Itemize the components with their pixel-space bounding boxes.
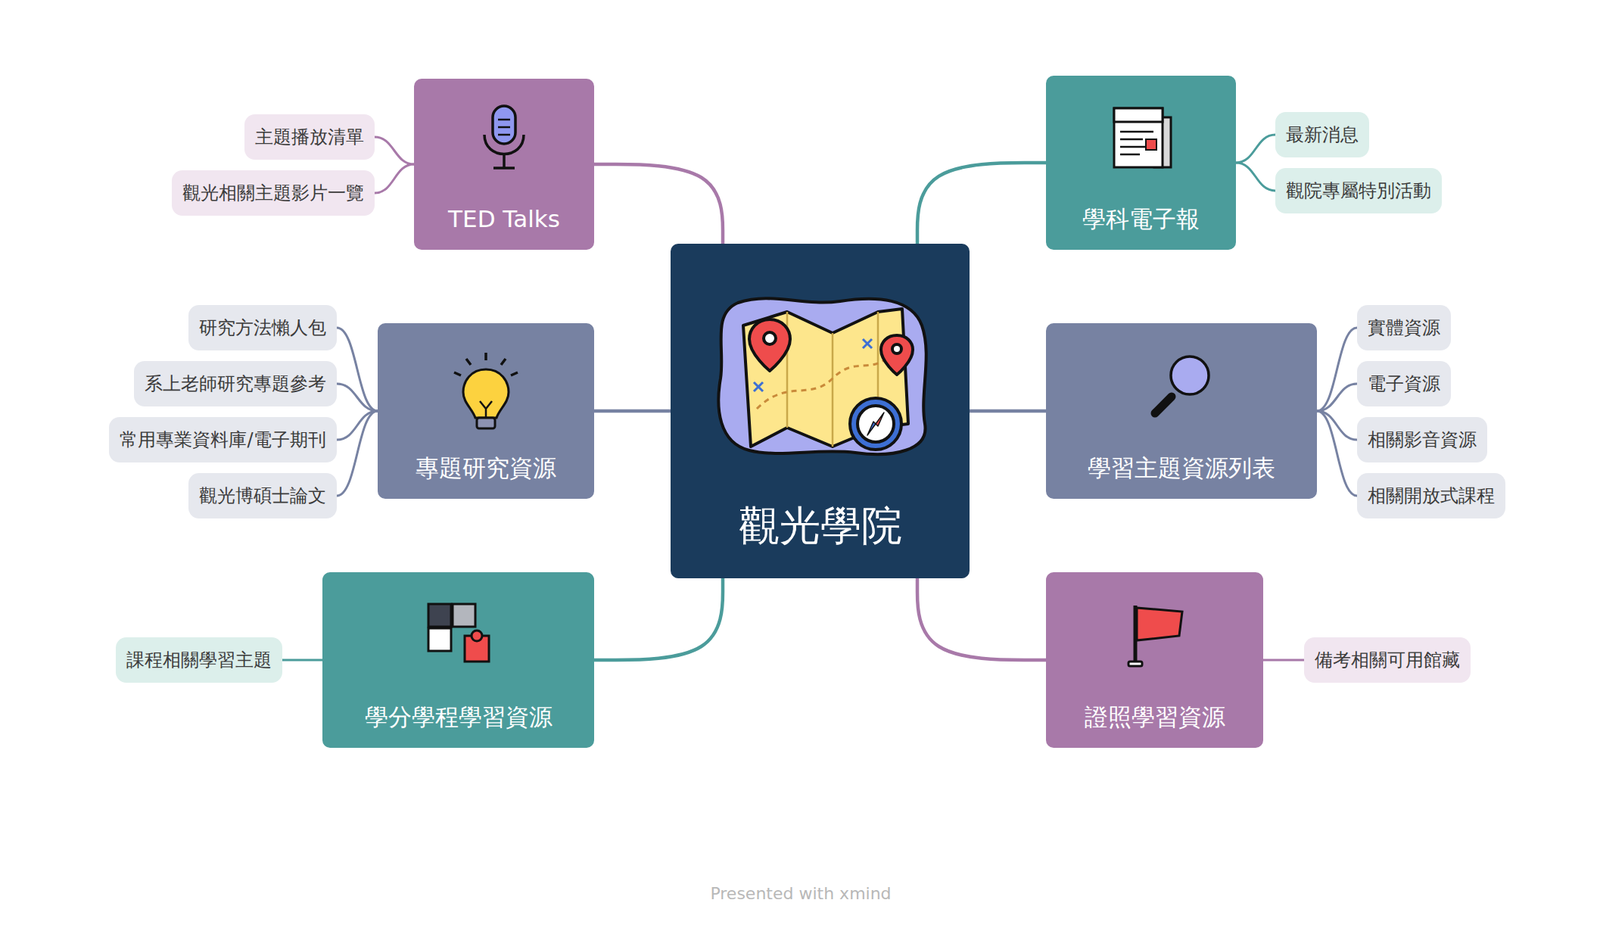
branch-connector <box>336 383 378 411</box>
subtopic-pill: 觀光相關主題影片一覽 <box>171 170 375 216</box>
flag-icon <box>1128 605 1183 667</box>
branch-connector <box>374 136 415 165</box>
topic-text: 觀光相關主題影片一覽 <box>182 182 365 205</box>
topic-text: 學習主題資源列表 <box>1087 454 1276 483</box>
branch-connector <box>282 659 323 662</box>
magnifier-icon <box>1154 356 1209 414</box>
topic-text: 研究方法懶人包 <box>199 317 327 340</box>
topic-text: 相關開放式課程 <box>1367 485 1495 508</box>
main-topic-box: TED Talks <box>414 78 595 250</box>
branch-connector <box>594 409 671 414</box>
topic-text: 最新消息 <box>1285 124 1359 147</box>
topic-text: 觀光學院 <box>738 501 903 551</box>
branch-connector <box>594 164 723 244</box>
newspaper-icon <box>1114 108 1171 168</box>
topic-text: 實體資源 <box>1367 317 1441 340</box>
central-topic: 觀光學院 <box>670 243 970 579</box>
subtopic-pill: 相關開放式課程 <box>1357 473 1506 519</box>
branch-connector <box>1235 162 1276 191</box>
subtopic-pill: 常用專業資料庫/電子期刊 <box>108 417 337 463</box>
topic-text: 系上老師研究專題參考 <box>144 373 327 396</box>
branch-connector <box>917 162 1046 244</box>
branch-connector <box>1316 410 1358 496</box>
topic-text: TED Talks <box>448 205 561 234</box>
branch-connector <box>1316 327 1358 411</box>
subtopic-pill: 備考相關可用館藏 <box>1304 637 1471 683</box>
subtopic-pill: 觀院專屬特別活動 <box>1275 168 1442 214</box>
topic-text: 相關影音資源 <box>1367 429 1477 452</box>
branch-connector <box>1316 383 1358 411</box>
map-illustration <box>718 298 926 455</box>
branch-connector <box>917 578 1046 660</box>
branch-connector <box>1235 134 1276 163</box>
topic-text: 證照學習資源 <box>1084 703 1226 732</box>
subtopic-pill: 課程相關學習主題 <box>115 637 283 683</box>
subtopic-pill: 電子資源 <box>1357 361 1451 407</box>
light-bulb-icon <box>454 352 518 429</box>
topic-text: 觀院專屬特別活動 <box>1285 180 1432 203</box>
microphone-icon <box>484 105 524 169</box>
topic-text: 常用專業資料庫/電子期刊 <box>119 429 326 452</box>
subtopic-pill: 相關影音資源 <box>1357 417 1488 463</box>
topic-text: 觀光博碩士論文 <box>199 485 327 508</box>
subtopic-pill: 系上老師研究專題參考 <box>133 361 337 407</box>
branch-connector <box>1263 659 1305 662</box>
topic-text: 課程相關學習主題 <box>126 649 272 672</box>
subtopic-pill: 主題播放清單 <box>244 114 375 160</box>
main-topic-box: 專題研究資源 <box>377 323 595 499</box>
topic-text: 學科電子報 <box>1082 205 1200 234</box>
subtopic-pill: 研究方法懶人包 <box>188 305 337 351</box>
branch-connector <box>594 578 723 660</box>
branch-connector <box>374 164 415 193</box>
topic-text: 學分學程學習資源 <box>364 703 553 732</box>
branch-connector <box>336 327 378 411</box>
main-topic-box: 學分學程學習資源 <box>322 572 595 748</box>
subtopic-pill: 實體資源 <box>1357 305 1451 351</box>
topic-text: 備考相關可用館藏 <box>1314 649 1460 672</box>
watermark: Presented with xmind <box>709 884 891 903</box>
subtopic-pill: 觀光博碩士論文 <box>188 473 337 519</box>
puzzle-icon <box>428 603 489 662</box>
branch-connector <box>336 410 378 496</box>
branch-connector <box>969 409 1046 414</box>
main-topic-box: 學習主題資源列表 <box>1045 323 1317 499</box>
topic-text: 主題播放清單 <box>255 126 365 149</box>
main-topic-box: 證照學習資源 <box>1045 572 1264 748</box>
topic-text: 專題研究資源 <box>415 454 557 483</box>
topic-text: 電子資源 <box>1367 373 1441 396</box>
main-topic-box: 學科電子報 <box>1045 75 1236 250</box>
subtopic-pill: 最新消息 <box>1275 112 1370 158</box>
